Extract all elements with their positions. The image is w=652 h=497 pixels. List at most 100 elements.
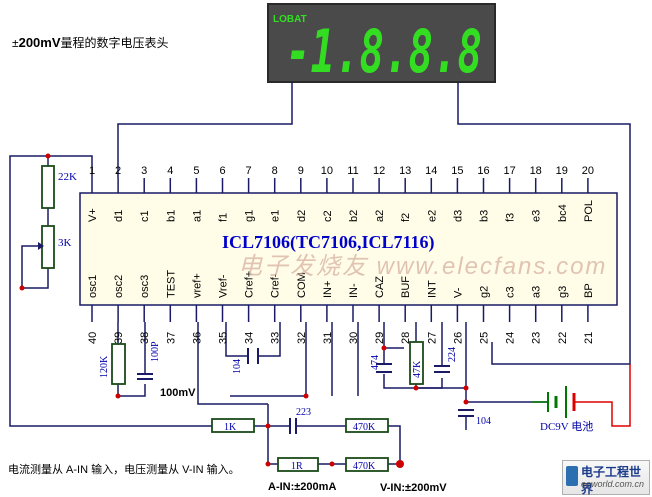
top-pin-name: bc4	[557, 204, 569, 222]
watermark: 电子发烧友 www.elecfans.com	[238, 253, 608, 280]
bottom-pin-number: 40	[87, 332, 99, 344]
bottom-pin-number: 23	[531, 332, 543, 344]
bottom-pin-number: 38	[139, 332, 151, 344]
label-470k-bottom: 470K	[353, 461, 376, 472]
bottom-pin-name: IN-	[348, 283, 360, 298]
logo-cn: 电子工程世界	[581, 465, 642, 496]
bottom-pin-name: COM	[296, 272, 308, 298]
logo-url: eeworld.com.cn	[581, 479, 645, 489]
bottom-pin-number: 25	[479, 332, 491, 344]
label-474: 474	[370, 355, 381, 370]
top-pin-name: e2	[426, 210, 438, 222]
top-pin-name: f2	[400, 213, 412, 222]
label-470k-top: 470K	[353, 422, 376, 433]
bottom-pin-number: 33	[270, 332, 282, 344]
bottom-pin-name: Cref+	[244, 271, 256, 298]
top-pin-number: 18	[530, 165, 542, 177]
bottom-pin-name: g3	[557, 286, 569, 298]
top-pin-number: 20	[582, 165, 594, 177]
bottom-pin-number: 26	[452, 332, 464, 344]
top-pin-number: 4	[167, 165, 173, 177]
bottom-pin-group: 40osc139osc238osc337TEST36vref+35Vref-34…	[87, 270, 595, 344]
bottom-pin-number: 35	[218, 332, 230, 344]
top-pin-name: b1	[165, 210, 177, 222]
chip-label: ICL7106(TC7106,ICL7116)	[222, 232, 435, 252]
node-v-in-terminal	[396, 460, 404, 468]
node-int	[413, 385, 419, 391]
lcd-digits: -1.8.8.8	[286, 17, 482, 87]
resistor-47k	[409, 341, 424, 385]
bottom-pin-name: IN+	[322, 281, 334, 298]
bottom-pin-name: osc3	[139, 275, 151, 298]
label-120k: 120K	[99, 355, 110, 378]
label-104b: 104	[476, 416, 491, 427]
top-pin-name: e3	[531, 210, 543, 222]
battery-positive-wire	[580, 364, 631, 427]
top-pin-number: 8	[272, 165, 278, 177]
title-range: 200mV	[18, 35, 61, 50]
battery-symbol	[547, 386, 580, 418]
node-1r-right	[329, 461, 335, 467]
bottom-pin-name: a3	[531, 286, 543, 298]
top-pin-name: c1	[139, 210, 151, 222]
page-title: ±200mV量程的数字电压表头	[12, 34, 169, 51]
top-pin-name: b2	[348, 210, 360, 222]
top-pin-number: 10	[321, 165, 333, 177]
top-pin-name: f1	[218, 213, 230, 222]
node-caz	[381, 345, 387, 351]
lcd-lobat: LOBAT	[273, 14, 307, 25]
bottom-pin-name: vref+	[191, 273, 203, 298]
logo-mark-icon	[566, 466, 578, 486]
top-pin-number: 13	[399, 165, 411, 177]
eeworld-logo: 电子工程世界 eeworld.com.cn	[562, 460, 650, 496]
bottom-pin-name: g2	[479, 286, 491, 298]
bottom-pin-number: 36	[191, 332, 203, 344]
top-pin-number: 9	[298, 165, 304, 177]
bottom-pin-number: 21	[583, 332, 595, 344]
bottom-pin-name: Vref-	[218, 274, 230, 298]
top-pin-name: d1	[113, 210, 125, 222]
resistor-1k	[211, 418, 255, 433]
icl7106-chip: 1V+2d13c14b15a16f17g18e19d210c211b212a21…	[79, 165, 618, 344]
resistor-22k	[41, 165, 55, 209]
bottom-pin-number: 32	[296, 332, 308, 344]
top-pin-number: 17	[503, 165, 515, 177]
label-47k: 47K	[412, 360, 423, 378]
top-pin-name: d3	[452, 210, 464, 222]
label-battery: DC9V 电池	[540, 420, 593, 433]
bottom-pin-number: 34	[244, 332, 256, 344]
top-pin-number: 12	[373, 165, 385, 177]
bottom-pin-name: Cref-	[270, 273, 282, 298]
top-pin-number: 5	[193, 165, 199, 177]
top-pin-name: b3	[479, 210, 491, 222]
top-pin-number: 7	[246, 165, 252, 177]
label-104a: 104	[232, 359, 243, 374]
bottom-pin-name: BUF	[400, 276, 412, 298]
resistor-1r	[277, 457, 319, 472]
label-22k: 22K	[58, 171, 77, 183]
label-100p: 100P	[150, 341, 161, 362]
label-3k: 3K	[58, 237, 72, 249]
node-22k-top	[45, 153, 51, 159]
top-pin-name: POL	[583, 200, 595, 222]
label-223: 223	[296, 407, 311, 418]
wires	[9, 82, 631, 465]
bottom-pin-number: 29	[374, 332, 386, 344]
top-pin-number: 2	[115, 165, 121, 177]
label-100mv: 100mV	[160, 387, 196, 399]
junction-nodes	[19, 153, 469, 467]
node-com	[303, 393, 309, 399]
bottom-pin-name: V-	[452, 287, 464, 298]
bottom-pin-name: c3	[505, 286, 517, 298]
top-pin-number: 14	[425, 165, 437, 177]
bottom-pin-number: 31	[322, 332, 334, 344]
lcd-display: LOBAT -1.8.8.8	[267, 3, 496, 87]
node-vminus-upper	[463, 385, 469, 391]
node-1k-right	[265, 423, 271, 429]
top-pin-name: g1	[244, 210, 256, 222]
bottom-pin-number: 24	[505, 332, 517, 344]
bottom-pin-name: osc2	[113, 275, 125, 298]
node-osc	[115, 393, 121, 399]
top-pin-number: 6	[219, 165, 225, 177]
